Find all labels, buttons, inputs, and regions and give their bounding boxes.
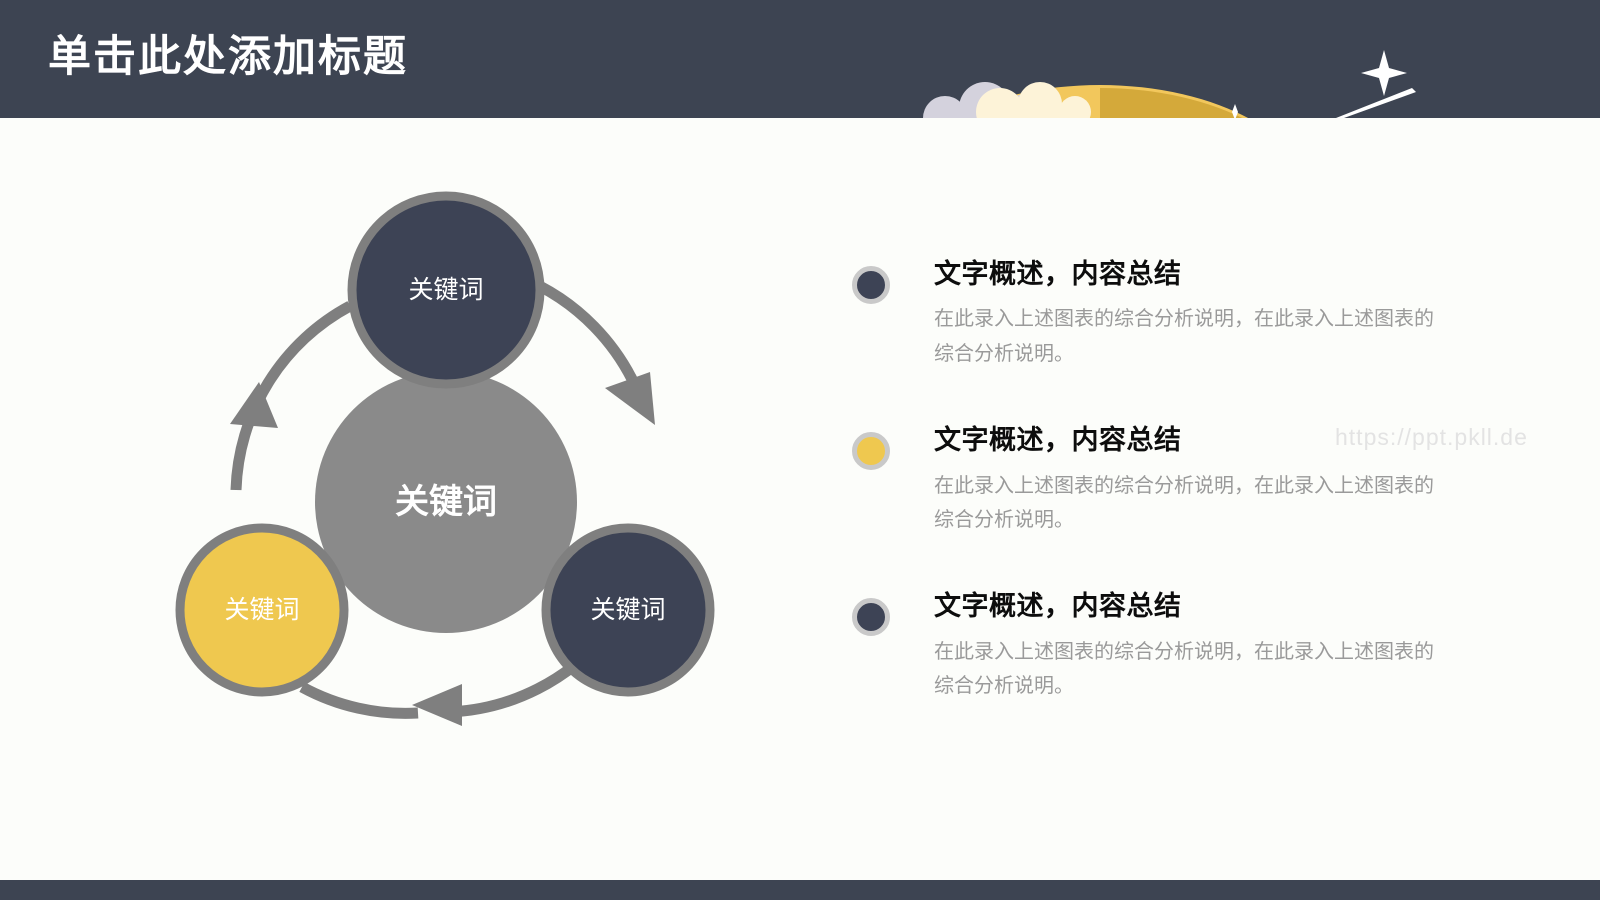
page-title: 单击此处添加标题 bbox=[48, 33, 408, 81]
cloud-icon-cream bbox=[976, 82, 1091, 118]
node-bottom-left-circle bbox=[175, 523, 349, 697]
diagram-node-bottom-left[interactable]: 关键词 bbox=[175, 523, 349, 697]
header-bar: 单击此处添加标题 bbox=[0, 0, 1600, 118]
arrow-head-bottom bbox=[412, 684, 462, 726]
comet-icon bbox=[1336, 88, 1416, 118]
diagram-center-node[interactable]: 关键词 bbox=[315, 371, 577, 633]
bullet-list: 文字概述，内容总结 在此录入上述图表的综合分析说明，在此录入上述图表的综合分析说… bbox=[852, 258, 1492, 704]
bullet-dot-icon bbox=[852, 598, 890, 637]
node-top-circle bbox=[347, 191, 545, 389]
cloud-icon-lavender bbox=[923, 82, 1045, 118]
bullet-body: 在此录入上述图表的综合分析说明，在此录入上述图表的综合分析说明。 bbox=[934, 640, 1434, 698]
arrow-head-right bbox=[605, 372, 655, 425]
bullet-heading: 文字概述，内容总结 bbox=[934, 425, 1182, 456]
bullet-heading: 文字概述，内容总结 bbox=[934, 259, 1182, 289]
sparkle-icon-large bbox=[1361, 50, 1407, 96]
arrow-arc-bottom-left bbox=[299, 682, 419, 719]
list-item[interactable]: 文字概述，内容总结 在此录入上述图表的综合分析说明，在此录入上述图表的综合分析说… bbox=[852, 424, 1492, 537]
center-circle bbox=[315, 371, 577, 633]
bullet-body: 在此录入上述图表的综合分析说明，在此录入上述图表的综合分析说明。 bbox=[934, 308, 1434, 365]
diagram-arrows bbox=[230, 271, 655, 726]
bullet-heading: 文字概述，内容总结 bbox=[934, 591, 1182, 622]
bullet-body: 在此录入上述图表的综合分析说明，在此录入上述图表的综合分析说明。 bbox=[934, 474, 1434, 531]
arrow-head-left bbox=[230, 382, 278, 428]
arrow-arc-left bbox=[230, 301, 353, 491]
list-item[interactable]: 文字概述，内容总结 在此录入上述图表的综合分析说明，在此录入上述图表的综合分析说… bbox=[852, 258, 1492, 371]
node-bottom-right-circle bbox=[541, 523, 715, 697]
node-bottom-left-label: 关键词 bbox=[224, 596, 299, 624]
sparkle-icon-small bbox=[1232, 104, 1238, 118]
bullet-dot-icon bbox=[852, 266, 890, 304]
node-top-label: 关键词 bbox=[408, 276, 483, 304]
cycle-diagram: 关键词 关键词 关键词 关键词 bbox=[150, 160, 770, 760]
node-bottom-right-label: 关键词 bbox=[590, 596, 665, 624]
diagram-node-bottom-right[interactable]: 关键词 bbox=[541, 523, 715, 697]
bullet-dot-icon bbox=[852, 432, 890, 471]
footer-bar bbox=[0, 880, 1600, 900]
moon-icon bbox=[951, 85, 1249, 118]
list-item[interactable]: 文字概述，内容总结 在此录入上述图表的综合分析说明，在此录入上述图表的综合分析说… bbox=[852, 590, 1492, 703]
watermark-url: https://ppt.pkll.de bbox=[1335, 424, 1528, 450]
center-node-label: 关键词 bbox=[395, 483, 497, 521]
diagram-node-top[interactable]: 关键词 bbox=[347, 191, 545, 389]
